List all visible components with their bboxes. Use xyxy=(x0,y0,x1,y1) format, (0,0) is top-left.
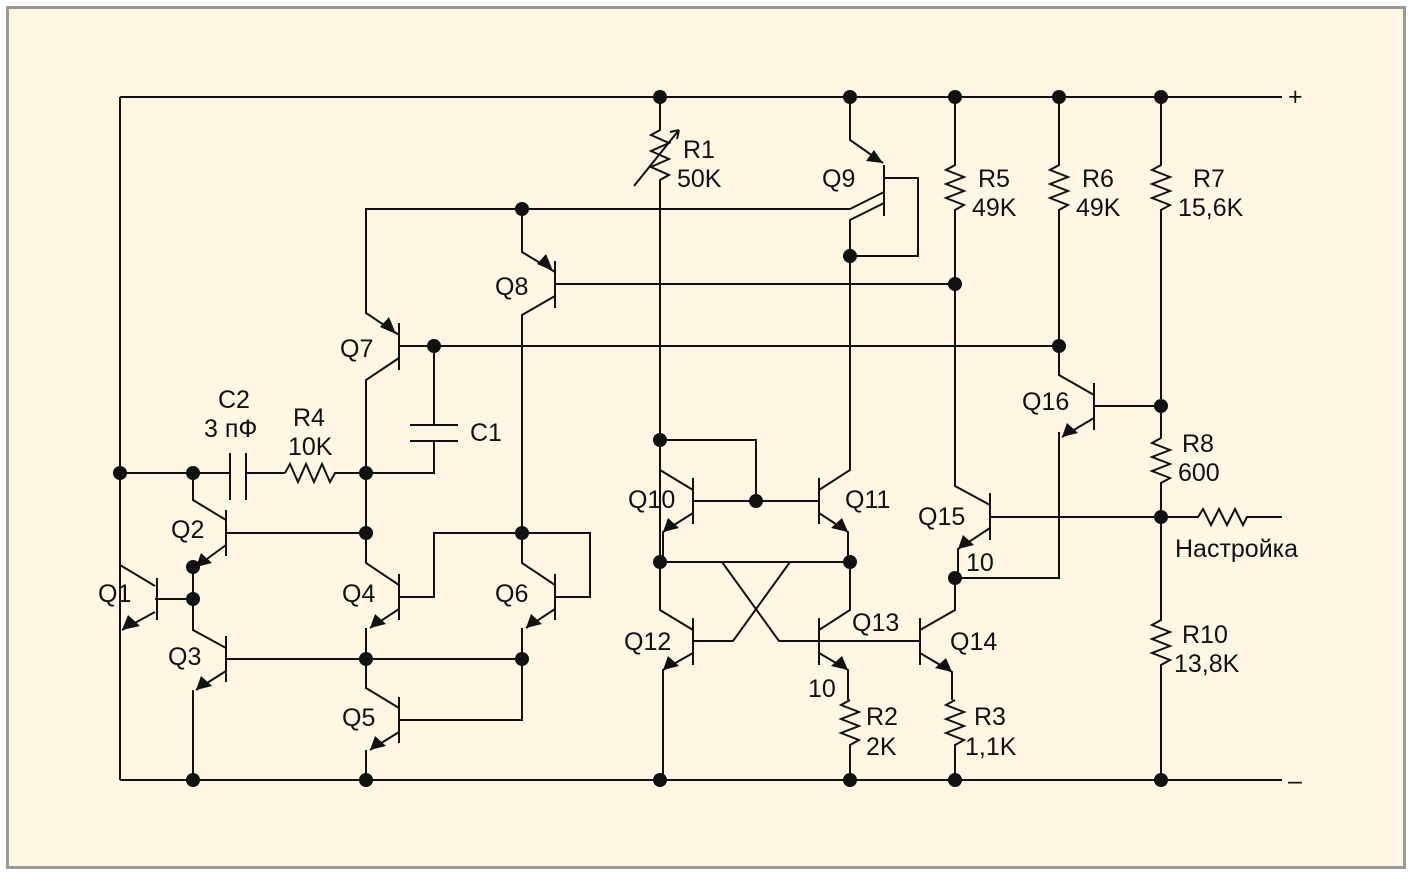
q4-transistor xyxy=(365,473,522,629)
c2-capacitor xyxy=(120,453,285,500)
r2-value: 2K xyxy=(866,733,897,761)
q15-area-ratio: 10 xyxy=(966,549,994,577)
q2-label: Q2 xyxy=(171,516,204,544)
r5-name: R5 xyxy=(978,165,1010,193)
r3-resistor xyxy=(943,699,967,780)
q9-label: Q9 xyxy=(822,165,855,193)
q2-transistor xyxy=(192,473,366,568)
r4-value: 10K xyxy=(288,433,333,461)
r2-name: R2 xyxy=(866,703,898,731)
negative-rail-label: – xyxy=(1288,767,1302,795)
positive-rail-label: + xyxy=(1288,83,1303,111)
q1-label: Q1 xyxy=(98,580,131,608)
r4-resistor xyxy=(284,461,366,485)
q15-transistor xyxy=(954,432,1161,579)
q1-transistor xyxy=(119,564,193,631)
c2-name: C2 xyxy=(218,386,250,414)
q13-label: Q13 xyxy=(852,609,899,637)
r10-resistor xyxy=(1149,517,1173,780)
r7-resistor xyxy=(1149,97,1173,430)
q7-transistor xyxy=(365,208,1059,473)
q12-transistor xyxy=(659,561,791,780)
q12-label: Q12 xyxy=(624,628,671,656)
positive-rail xyxy=(119,96,1282,780)
r5-resistor xyxy=(943,97,967,470)
junctions xyxy=(113,90,1168,787)
q8-label: Q8 xyxy=(495,273,528,301)
q16-label: Q16 xyxy=(1022,388,1069,416)
q16-transistor xyxy=(1058,346,1161,438)
r8-name: R8 xyxy=(1182,430,1214,458)
q14-label: Q14 xyxy=(950,628,997,656)
q13-area-ratio: 10 xyxy=(808,675,836,703)
q8-transistor xyxy=(521,209,955,533)
adjust-resistor xyxy=(1161,506,1282,528)
q7-label: Q7 xyxy=(340,335,373,363)
q4-label: Q4 xyxy=(342,580,375,608)
r5-value: 49K xyxy=(972,194,1017,222)
r7-name: R7 xyxy=(1193,165,1225,193)
q15-label: Q15 xyxy=(918,503,965,531)
q3-transistor xyxy=(192,599,522,691)
r6-name: R6 xyxy=(1082,165,1114,193)
q10-transistor xyxy=(659,439,819,562)
r4-name: R4 xyxy=(293,404,325,432)
q3-label: Q3 xyxy=(168,643,201,671)
r10-name: R10 xyxy=(1182,621,1228,649)
r3-name: R3 xyxy=(974,703,1006,731)
r10-value: 13,8K xyxy=(1174,650,1240,678)
r8-resistor xyxy=(1149,430,1173,517)
r1-resistor xyxy=(633,97,680,533)
c1-name: C1 xyxy=(470,419,502,447)
q11-transistor xyxy=(818,284,851,562)
c1-capacitor xyxy=(366,346,458,474)
c2-value: 3 пФ xyxy=(204,415,257,443)
q11-label: Q11 xyxy=(845,486,890,514)
q10-label: Q10 xyxy=(628,486,675,514)
r7-value: 15,6K xyxy=(1178,194,1244,222)
r1-name: R1 xyxy=(683,136,715,164)
q9-transistor xyxy=(849,97,919,284)
r8-value: 600 xyxy=(1178,459,1220,487)
r3-value: 1,1K xyxy=(965,733,1017,761)
q6-label: Q6 xyxy=(495,580,528,608)
diagram-frame xyxy=(6,6,1406,869)
r6-resistor xyxy=(1047,97,1071,346)
q5-transistor xyxy=(365,659,523,751)
r6-value: 49K xyxy=(1076,194,1121,222)
q6-transistor xyxy=(521,532,591,629)
r2-resistor xyxy=(838,699,862,780)
r1-value: 50K xyxy=(677,165,722,193)
q5-label: Q5 xyxy=(342,704,375,732)
q14-transistor xyxy=(919,578,956,700)
adjust-label: Настройка xyxy=(1175,535,1298,563)
